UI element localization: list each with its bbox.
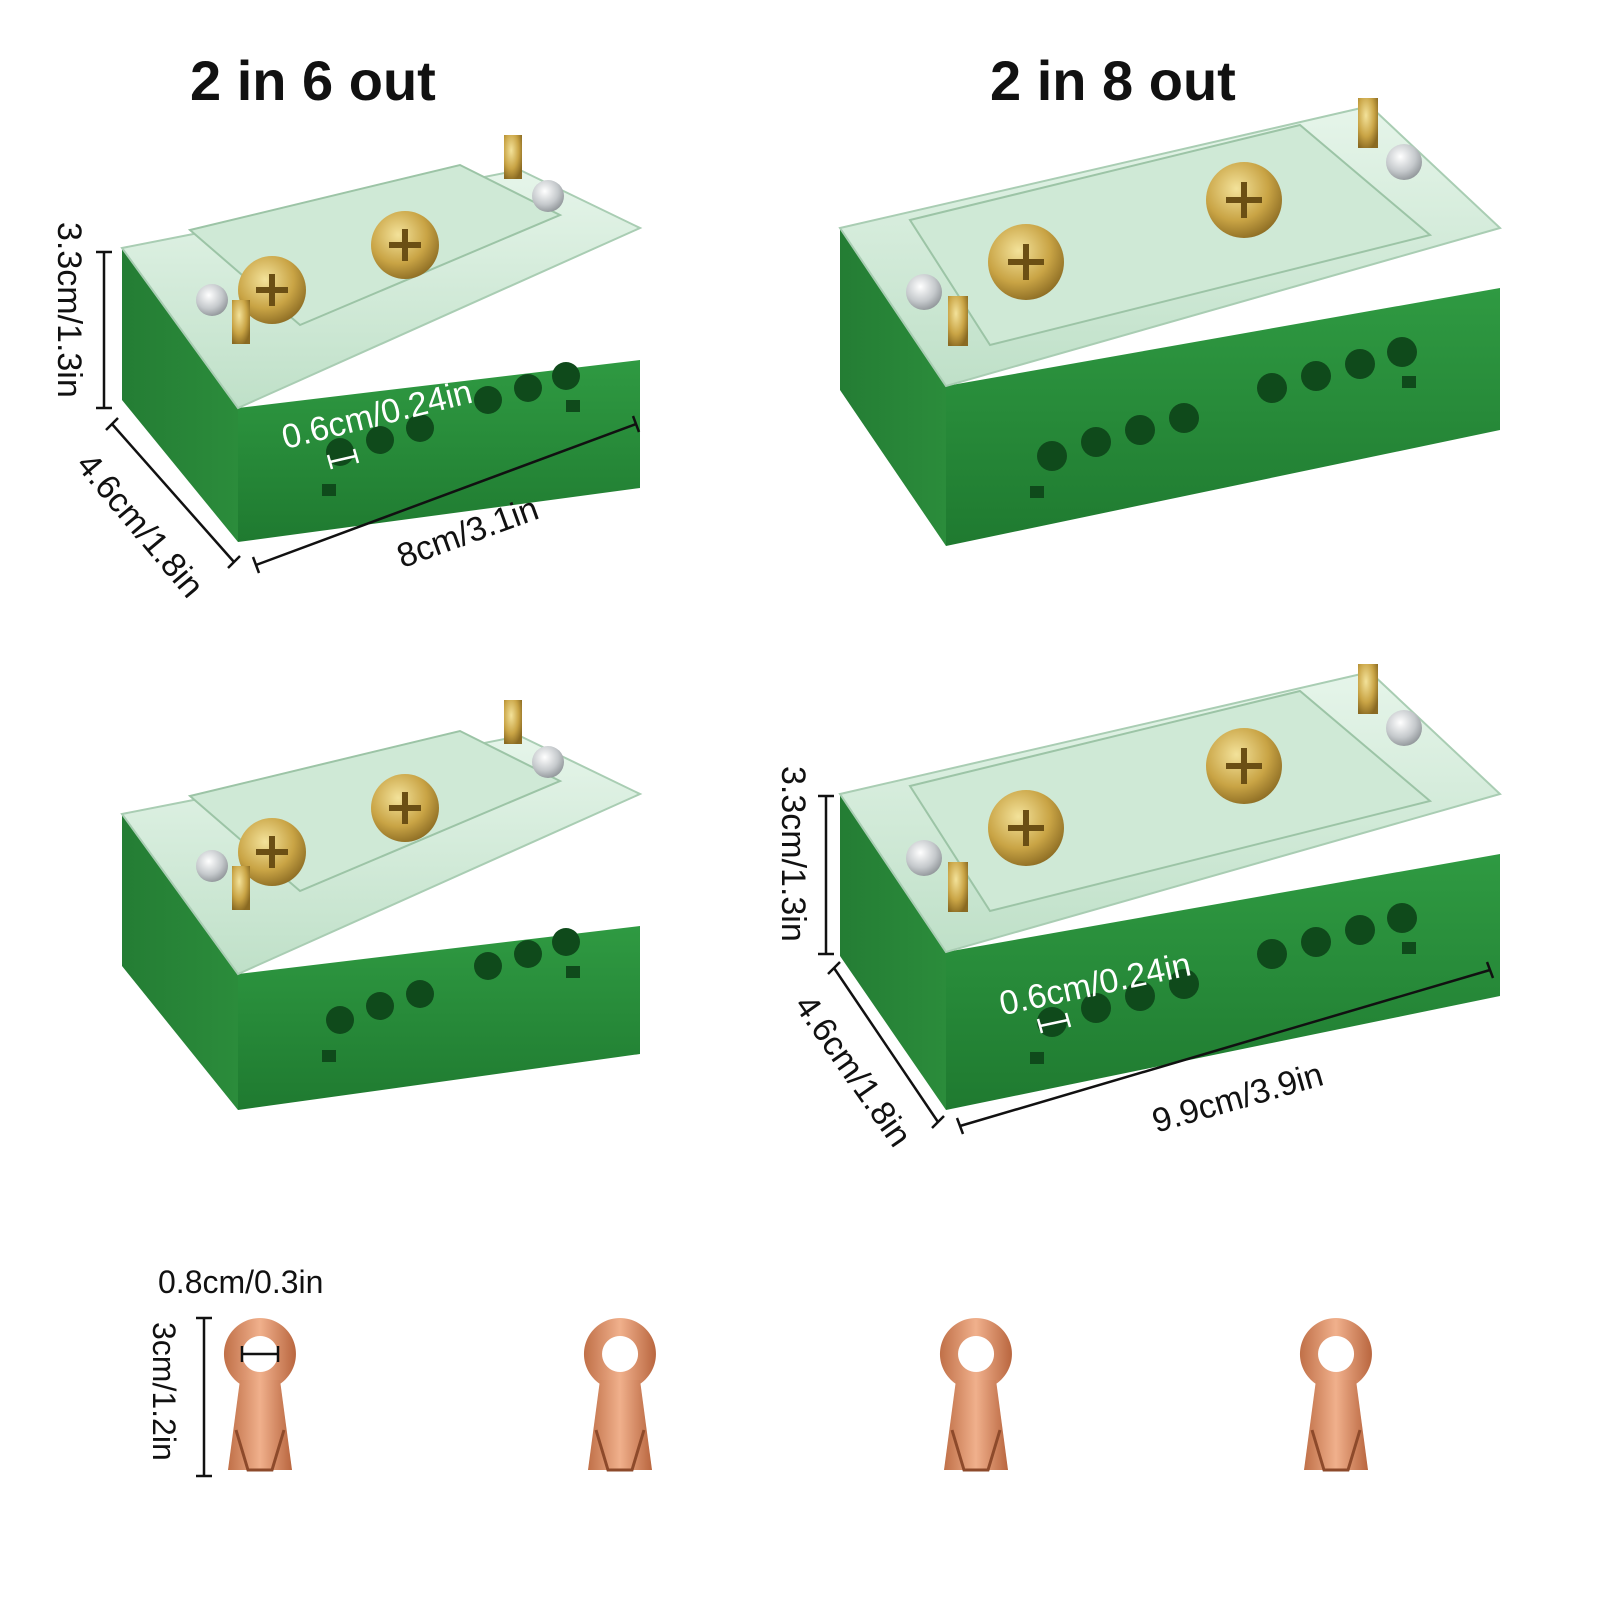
title-2-in-8-out: 2 in 8 out <box>990 49 1236 112</box>
box-6-out-height-label: 3.3cm/1.3in <box>50 222 88 398</box>
box-8-out-height-label: 3.3cm/1.3in <box>774 766 812 942</box>
ring-lug-3 <box>939 1318 1012 1472</box>
ring-lug-2 <box>583 1318 656 1472</box>
title-2-in-6-out: 2 in 6 out <box>190 49 436 112</box>
lug-length-label: 3cm/1.2in <box>146 1322 182 1461</box>
lug-dimension-lines <box>196 1316 280 1478</box>
lug-ring-width-label: 0.8cm/0.3in <box>158 1264 324 1300</box>
junction-box-8-out-top <box>838 98 1502 546</box>
box-6-out-dimension-lines <box>96 250 641 574</box>
box-8-out-dimension-lines <box>818 794 1495 1135</box>
junction-box-6-out-bottom <box>120 700 643 1110</box>
junction-box-8-out-bottom <box>838 664 1502 1110</box>
ring-lug-4 <box>1299 1318 1372 1472</box>
junction-box-6-out-top <box>120 135 643 542</box>
ring-lug-1 <box>223 1318 296 1472</box>
